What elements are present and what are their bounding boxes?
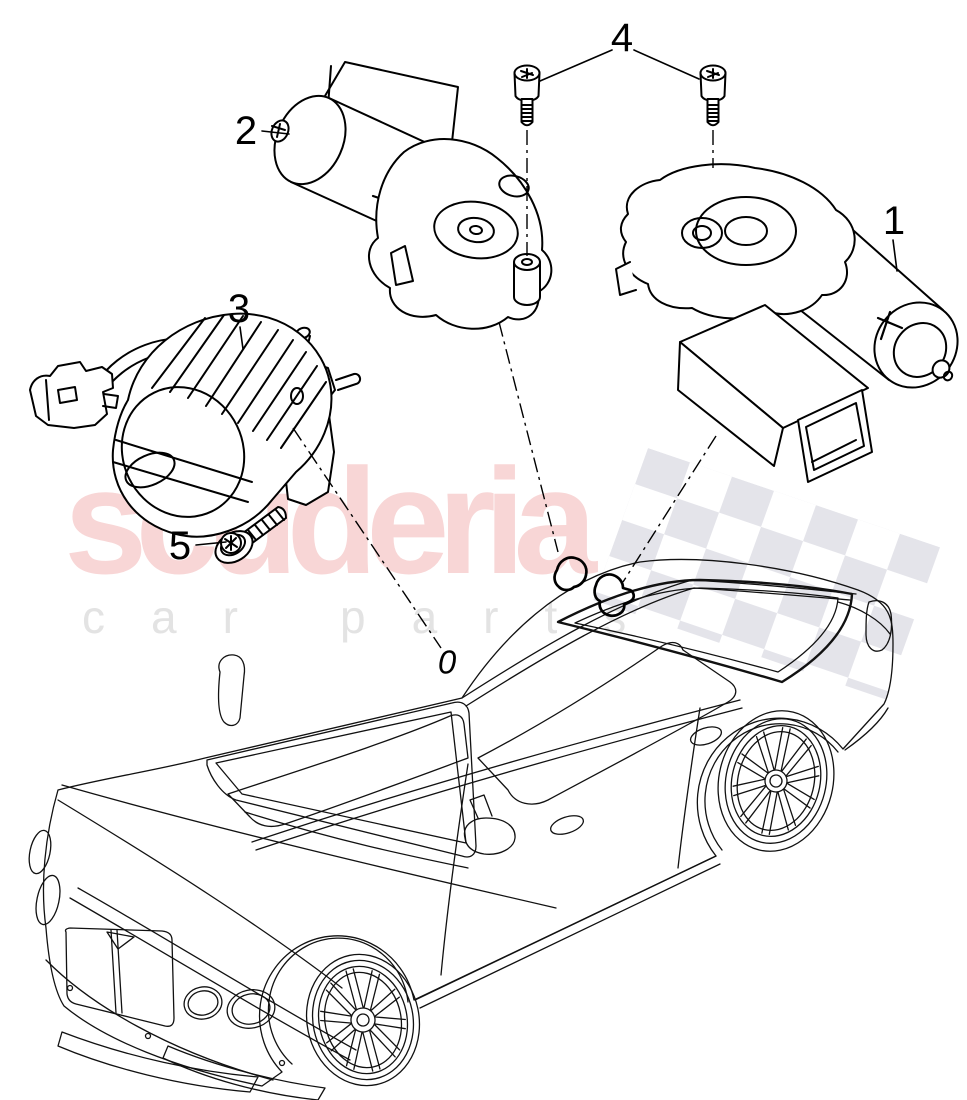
clip-a <box>553 556 588 592</box>
headlamp-outer <box>226 989 276 1029</box>
front-door-handle <box>549 815 585 835</box>
front-door-glass <box>227 714 469 828</box>
screw-right <box>699 64 727 127</box>
connector-plug <box>29 361 114 429</box>
watermark-tagline-parts: parts <box>340 591 673 643</box>
callout-2: 2 <box>234 109 258 153</box>
brand-badge-icon <box>106 931 135 950</box>
checkered-flag-watermark-icon <box>593 448 940 700</box>
part-4-screws-drawing <box>513 64 727 127</box>
rear-door-handle <box>689 726 723 746</box>
windshield <box>206 701 477 858</box>
part-1-drive-motor-with-module-drawing <box>615 163 959 483</box>
watermark-tagline-car: car <box>82 591 284 643</box>
grille <box>64 927 175 1027</box>
leader-lines <box>195 49 898 649</box>
callout-1: 1 <box>882 199 906 243</box>
callout-3: 3 <box>227 287 251 331</box>
callout-4: 4 <box>610 16 634 60</box>
part-2-drive-motor-drawing <box>270 61 553 330</box>
rear-door-glass <box>477 641 737 805</box>
callout-5: 5 <box>168 524 192 568</box>
callout-0-position-marker: 0 <box>437 643 457 681</box>
part-5-screw-drawing <box>214 506 287 564</box>
left-mirror <box>463 794 516 855</box>
clip-b <box>593 573 636 618</box>
roof-clips-drawing <box>553 556 636 618</box>
tail-lamp <box>865 599 893 652</box>
rear-wheel <box>717 710 835 852</box>
screw-left <box>513 64 541 127</box>
car-body-outline <box>42 558 894 1087</box>
front-wheel <box>305 953 421 1087</box>
right-mirror <box>217 654 246 727</box>
headlamp-inner <box>183 986 223 1020</box>
part-3-blower-motor-drawing <box>29 312 362 538</box>
car-illustration <box>28 558 894 1100</box>
